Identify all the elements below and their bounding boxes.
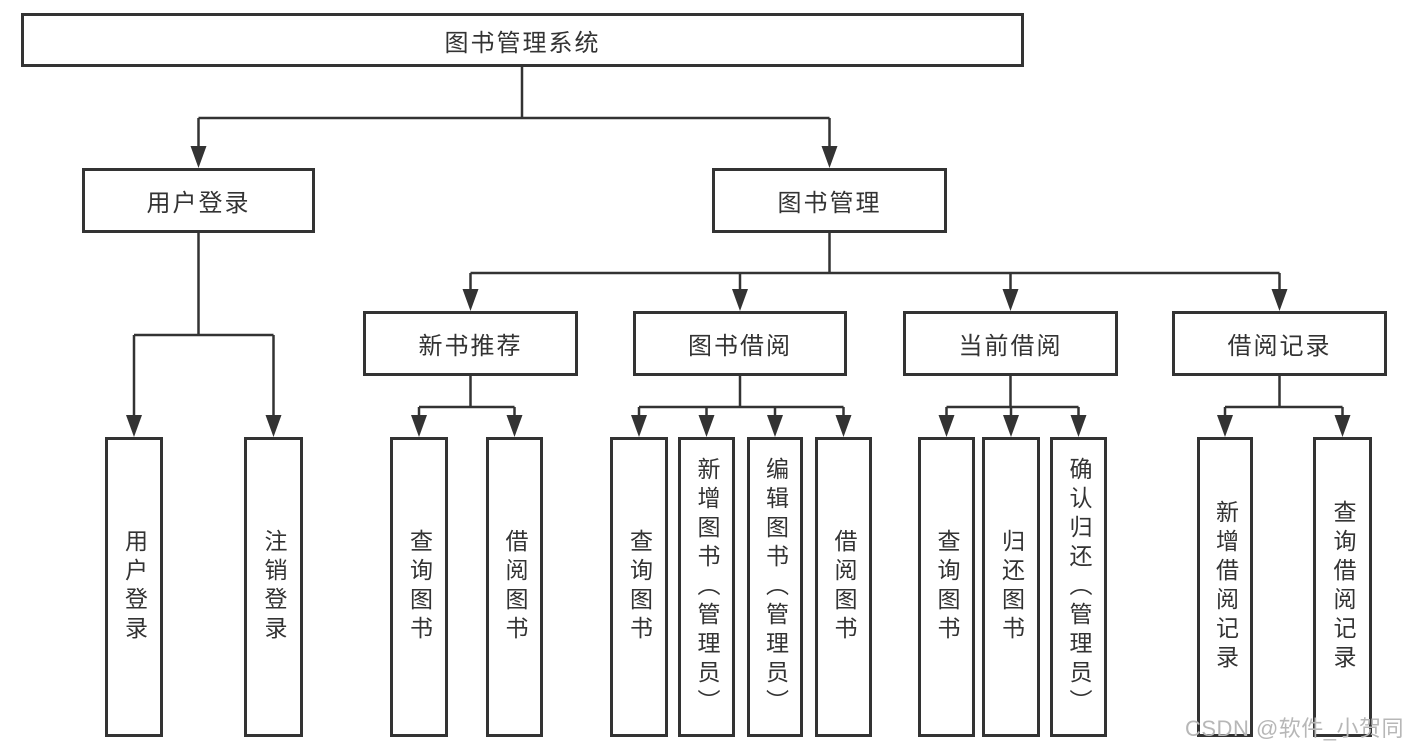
leaf-query-books-current: 查询图书 <box>918 437 975 737</box>
leaf-query-borrow-record: 查询借阅记录 <box>1313 437 1372 737</box>
arrowheads <box>126 146 1351 437</box>
leaf-query-books-borrowing: 查询图书 <box>610 437 668 737</box>
leaf-edit-books-admin: 编辑图书（管理员） <box>747 437 803 737</box>
arrowhead-icon <box>938 415 955 437</box>
arrowhead-icon <box>1217 415 1233 437</box>
arrowhead-icon <box>1271 289 1288 311</box>
node-borrowing-records: 借阅记录 <box>1172 311 1387 376</box>
node-user-login: 用户登录 <box>82 168 315 233</box>
leaf-confirm-return-admin: 确认归还（管理员） <box>1050 437 1107 737</box>
arrowhead-icon <box>1002 289 1019 311</box>
leaf-return-books: 归还图书 <box>982 437 1040 737</box>
leaf-borrow-books-recommend: 借阅图书 <box>486 437 543 737</box>
arrowhead-icon <box>462 289 479 311</box>
leaf-add-books-admin: 新增图书（管理员） <box>678 437 735 737</box>
arrowhead-icon <box>821 146 838 168</box>
arrowhead-icon <box>1070 415 1087 437</box>
arrowhead-icon <box>631 415 647 437</box>
leaf-query-books-recommend: 查询图书 <box>390 437 448 737</box>
node-current-borrowing: 当前借阅 <box>903 311 1118 376</box>
arrowhead-icon <box>190 146 207 168</box>
node-new-book-recommend: 新书推荐 <box>363 311 578 376</box>
arrowhead-icon <box>126 415 142 437</box>
arrowhead-icon <box>265 415 282 437</box>
node-book-borrowing: 图书借阅 <box>633 311 847 376</box>
leaf-logout: 注销登录 <box>244 437 303 737</box>
node-book-management: 图书管理 <box>712 168 947 233</box>
arrowhead-icon <box>1334 415 1351 437</box>
tree-edges <box>132 67 1344 431</box>
arrowhead-icon <box>767 415 783 437</box>
arrowhead-icon <box>506 415 523 437</box>
node-root: 图书管理系统 <box>21 13 1024 67</box>
arrowhead-icon <box>698 415 715 437</box>
csdn-watermark: CSDN @软件_小贺同学 <box>1185 716 1405 741</box>
arrowhead-icon <box>1003 415 1019 437</box>
leaf-borrow-books-borrowing: 借阅图书 <box>815 437 872 737</box>
arrowhead-icon <box>732 289 748 311</box>
arrowhead-icon <box>411 415 427 437</box>
leaf-user-login: 用户登录 <box>105 437 163 737</box>
leaf-add-borrow-record: 新增借阅记录 <box>1197 437 1253 737</box>
arrowhead-icon <box>835 415 852 437</box>
